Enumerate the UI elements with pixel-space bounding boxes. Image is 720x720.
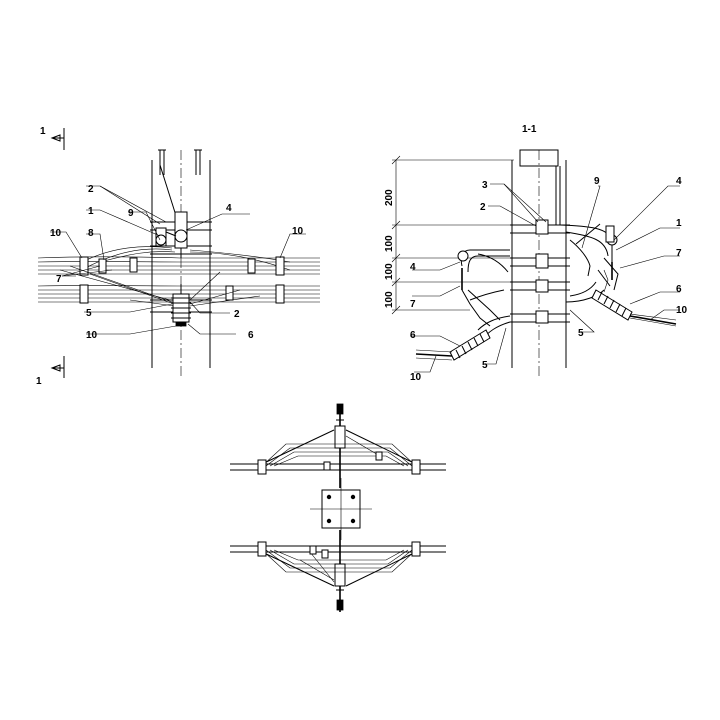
front-callout-9: 9: [128, 208, 134, 219]
front-pole: [150, 149, 212, 376]
section-callout-2: 2: [480, 202, 486, 213]
section-callout-10-left: 10: [410, 372, 422, 383]
section-marker-bottom: 1: [36, 356, 65, 387]
section-callout-7-left: 7: [410, 299, 416, 310]
front-lower-insulator: [171, 284, 191, 327]
front-callout-8: 8: [88, 228, 94, 239]
section-marker-top-label: 1: [40, 126, 46, 137]
section-leaders: [410, 183, 680, 373]
dimension-100-a: 100: [384, 235, 395, 252]
front-callout-10-left: 10: [50, 228, 62, 239]
front-callout-6: 6: [248, 330, 254, 341]
section-callout-4-left: 4: [410, 262, 416, 273]
section-title: 1-1: [522, 124, 537, 135]
plan-upper-cables: [230, 429, 446, 475]
section-callout-7-right: 7: [676, 248, 682, 259]
section-callout-4-right: 4: [676, 176, 682, 187]
front-callout-7: 7: [56, 274, 62, 285]
front-callout-10-lower: 10: [86, 330, 98, 341]
section-callout-10-right: 10: [676, 305, 688, 316]
front-callout-5: 5: [86, 308, 92, 319]
section-left-insulator: [415, 289, 511, 361]
section-callout-1: 1: [676, 218, 682, 229]
plan-view: [230, 403, 446, 612]
section-view: 1-1 200 100 100: [384, 124, 688, 383]
section-callout-9: 9: [594, 176, 600, 187]
section-callout-6-right: 6: [676, 284, 682, 295]
front-view: 2 1 9 4 10 8 10 7 5 2 10 6: [37, 149, 320, 376]
plan-lower-cables: [230, 541, 446, 587]
dimension-100-b: 100: [384, 263, 395, 280]
front-callout-4: 4: [226, 203, 232, 214]
dimension-200: 200: [384, 189, 395, 206]
section-marker-top: 1: [40, 126, 65, 150]
section-right-insulator: [565, 269, 677, 327]
front-callout-2: 2: [88, 184, 94, 195]
section-callout-5-right: 5: [578, 328, 584, 339]
section-callout-6-left: 6: [410, 330, 416, 341]
section-marker-bottom-label: 1: [36, 376, 42, 387]
front-callout-2-lower: 2: [234, 309, 240, 320]
front-upper-hardware: [155, 211, 188, 258]
plan-mounting-plate: [310, 478, 372, 540]
section-dimensions: 200 100 100 100: [384, 155, 514, 315]
front-leaders: [50, 185, 306, 335]
section-callout-3: 3: [482, 180, 488, 191]
dimension-100-c: 100: [384, 291, 395, 308]
section-pole: [510, 149, 570, 376]
front-callout-10-right: 10: [292, 226, 304, 237]
section-callout-5-left: 5: [482, 360, 488, 371]
front-callout-1: 1: [88, 206, 94, 217]
front-upper-cables: [37, 246, 320, 276]
section-upper-right-fitting: [597, 225, 619, 291]
